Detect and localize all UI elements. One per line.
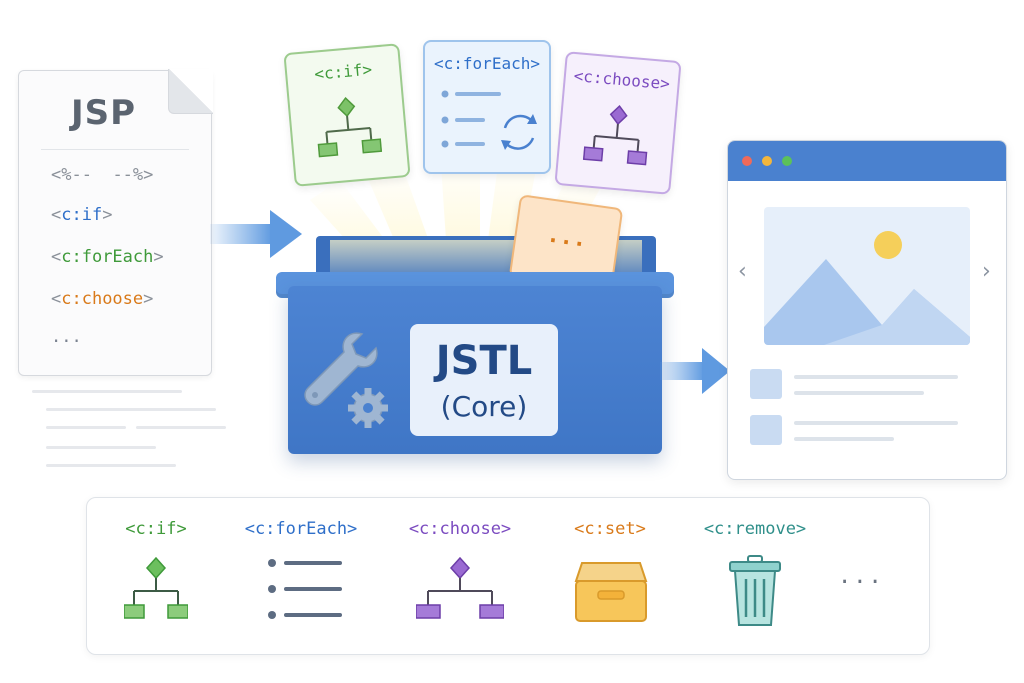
code-line-ellipsis: ... (51, 327, 82, 347)
code-line-if: <c:if> (51, 205, 113, 225)
text-line (794, 375, 958, 379)
tag-label: <c:set> (574, 519, 646, 539)
jsp-title: JSP (71, 93, 137, 133)
tag-item-foreach: <c:forEach> (236, 497, 366, 647)
maximize-dot-icon[interactable] (782, 156, 792, 166)
code-line-comment: <%-- --%> (51, 165, 154, 185)
list-icon (268, 559, 342, 619)
divider (41, 149, 189, 150)
loop-list-icon (441, 90, 537, 150)
jstl-label: JSTL (Core) (410, 324, 558, 436)
trash-icon (729, 555, 781, 626)
minimize-dot-icon[interactable] (762, 156, 772, 166)
code-line-choose: <c:choose> (51, 289, 154, 309)
tag-item-if: <c:if> (106, 497, 206, 647)
text-line (794, 391, 924, 395)
code-line-foreach: <c:forEach> (51, 247, 164, 267)
box-subtitle: (Core) (440, 390, 528, 423)
page-fold-icon (168, 69, 213, 114)
tag-label: <c:choose> (408, 519, 512, 539)
card-ellipsis: ... (545, 222, 589, 253)
more-tags-ellipsis: ... (838, 564, 884, 589)
drawer-icon (574, 562, 648, 622)
tag-item-remove: <c:remove> (690, 497, 820, 647)
card-label: <c:if> (313, 59, 373, 84)
tag-label: <c:remove> (703, 519, 807, 539)
branch-icon (317, 96, 383, 158)
arrow-right-icon (210, 210, 302, 258)
card-label: <c:forEach> (434, 54, 540, 73)
text-line (794, 421, 958, 425)
ghost-line (46, 446, 156, 449)
browser-title-bar (728, 141, 1006, 181)
arrow-right-icon (660, 348, 730, 394)
ghost-line (46, 464, 176, 467)
box-title: JSTL (435, 338, 533, 384)
browser-window: ‹ › (727, 140, 1007, 480)
tag-item-choose: <c:choose> (400, 497, 520, 647)
branch-icon (124, 556, 188, 619)
floating-card-choose: <c:choose> (554, 51, 682, 195)
card-label: <c:choose> (572, 66, 671, 94)
text-line (794, 437, 894, 441)
ghost-line (46, 426, 126, 429)
tag-label: <c:forEach> (244, 519, 358, 539)
branch-icon (582, 104, 648, 166)
floating-card-foreach: <c:forEach> (423, 40, 551, 174)
image-placeholder (764, 207, 970, 345)
core-tags-panel (86, 497, 930, 655)
ghost-line (46, 408, 216, 411)
branch-icon (416, 556, 504, 619)
ghost-line (136, 426, 226, 429)
carousel-prev-icon[interactable]: ‹ (738, 259, 747, 284)
tag-item-set: <c:set> (560, 497, 660, 647)
wrench-gear-icon (304, 332, 388, 428)
ghost-line (32, 390, 182, 393)
floating-card-if: <c:if> (283, 43, 411, 187)
close-dot-icon[interactable] (742, 156, 752, 166)
tag-label: <c:if> (125, 519, 187, 539)
jsp-document: JSP <%-- --%> <c:if> <c:forEach> <c:choo… (18, 69, 213, 376)
jsp-document-stack (18, 70, 233, 470)
thumbnail (750, 369, 782, 399)
landscape-icon (764, 231, 970, 345)
thumbnail (750, 415, 782, 445)
carousel-next-icon[interactable]: › (982, 259, 991, 284)
